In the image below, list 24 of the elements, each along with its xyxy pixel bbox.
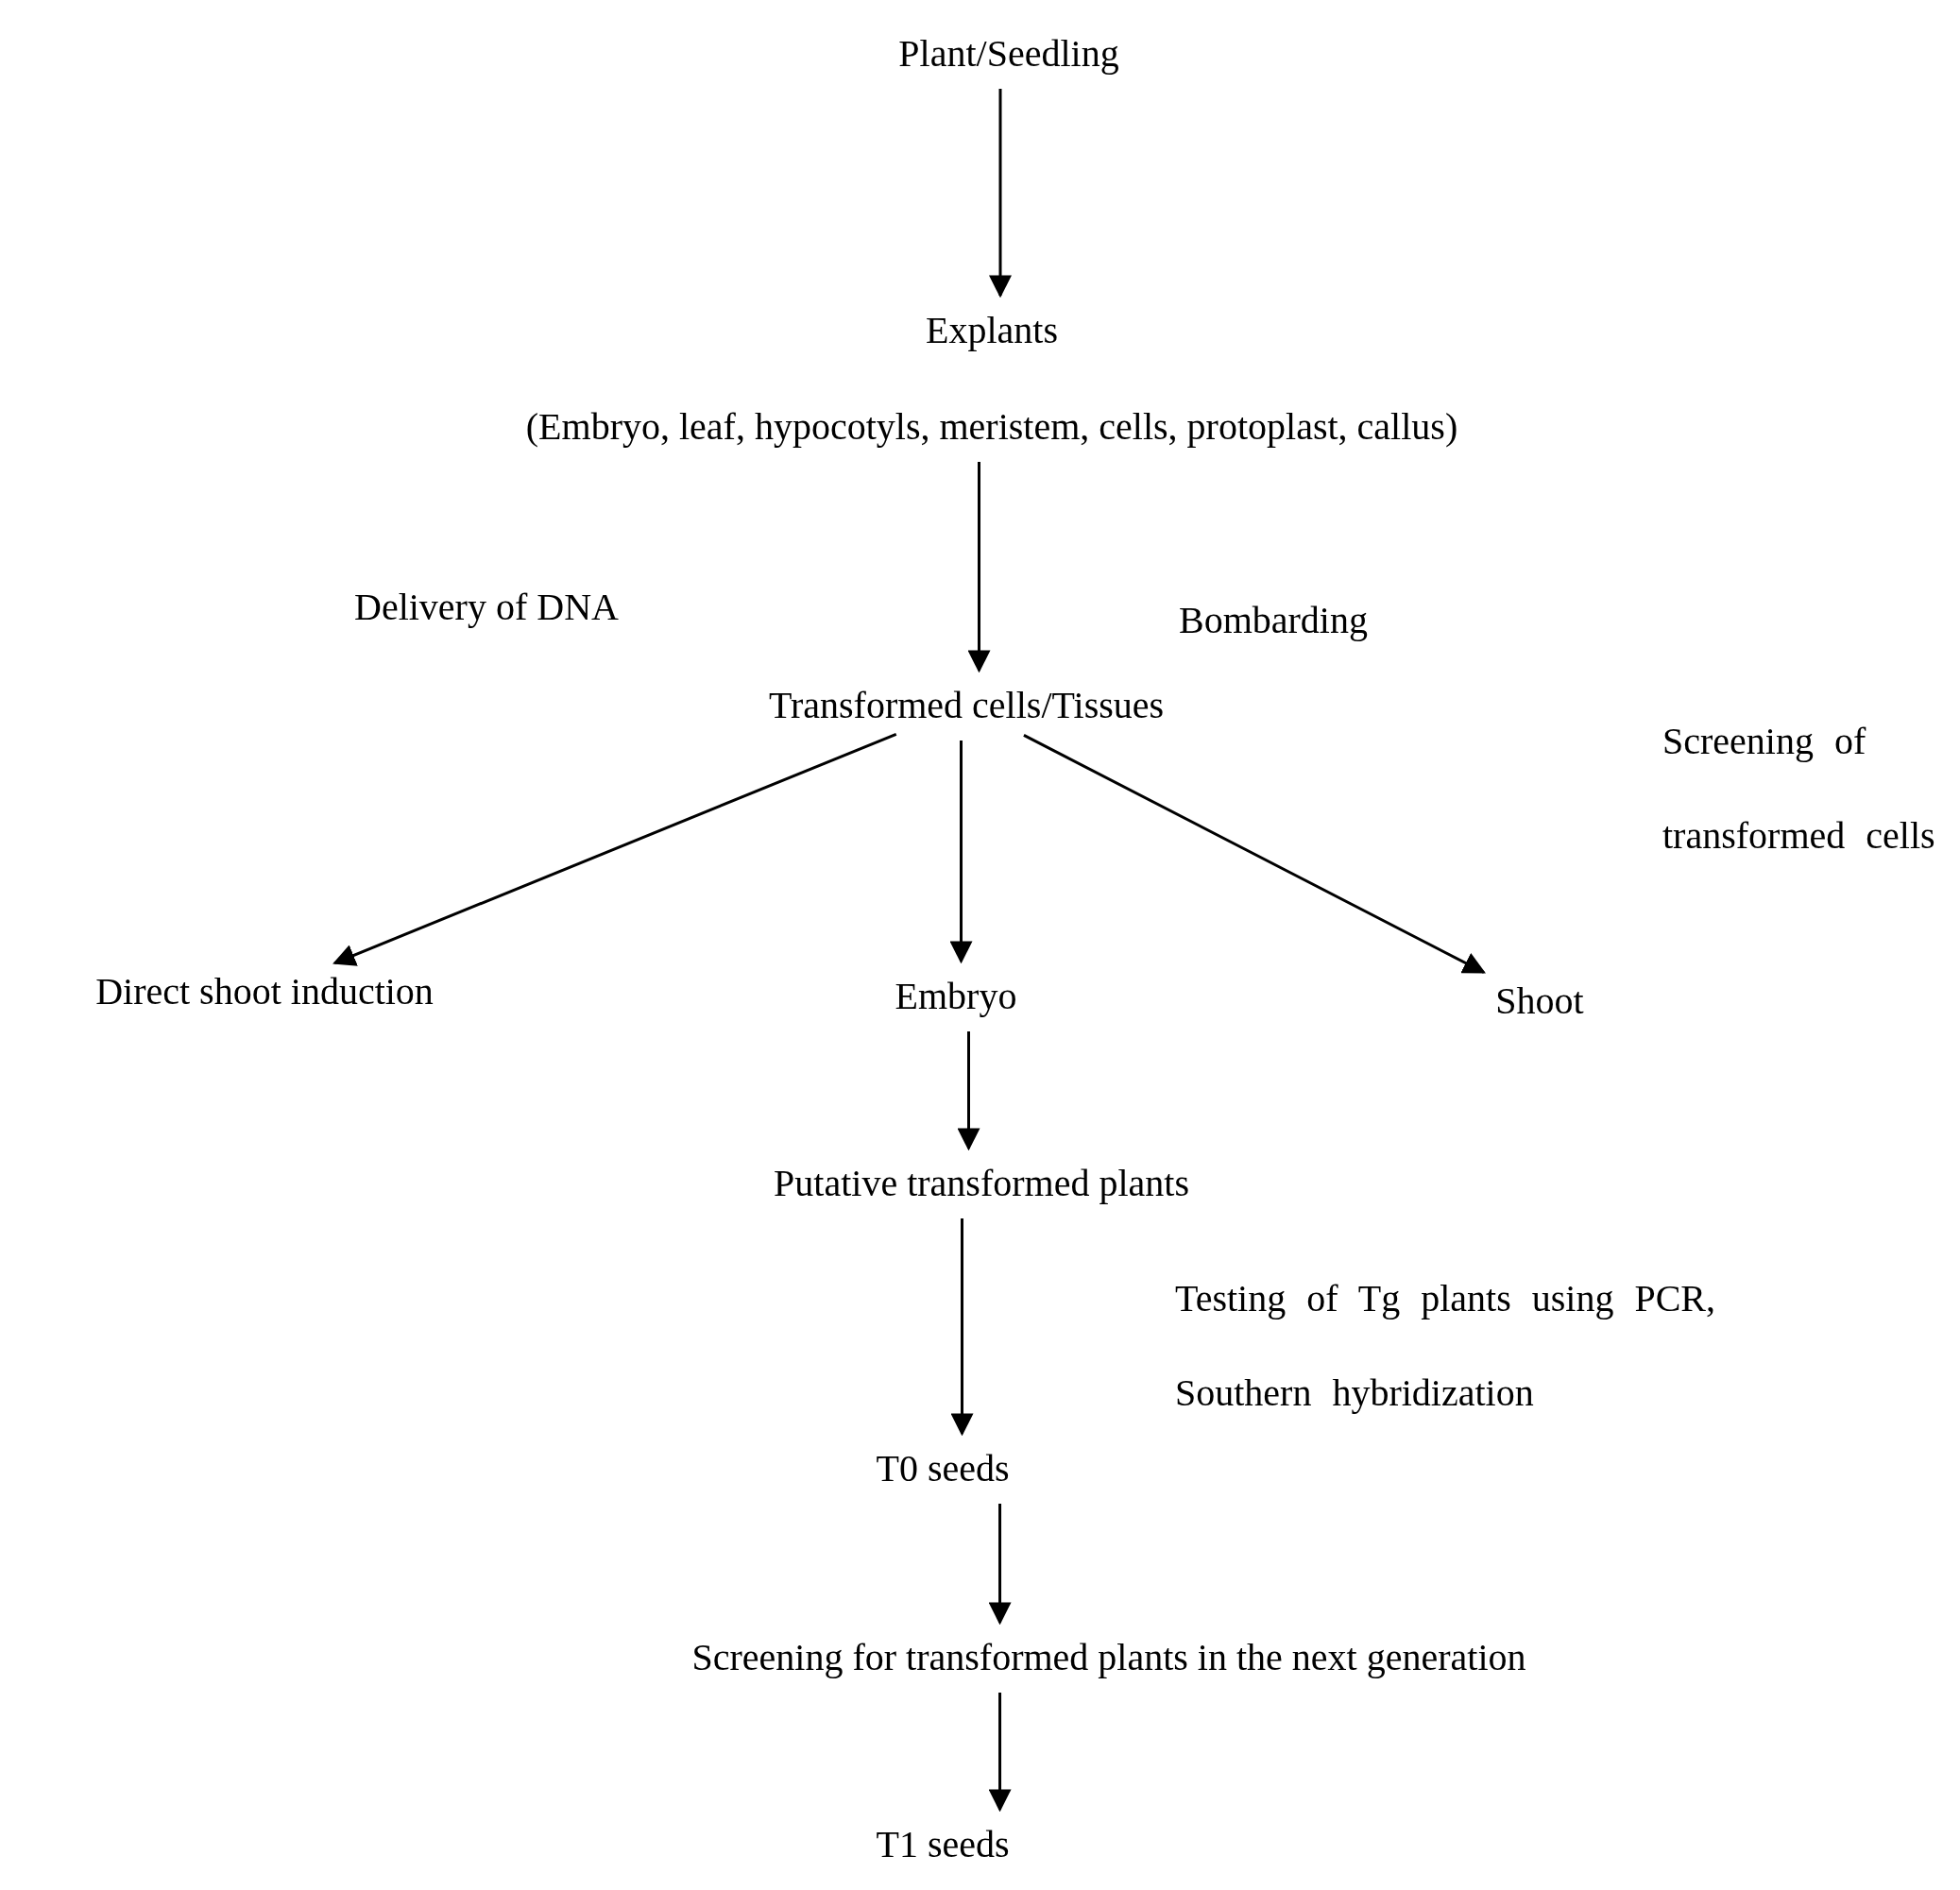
step-text: T0 seeds xyxy=(876,1446,1010,1491)
arrow xyxy=(967,462,991,673)
step-text: Explants xyxy=(926,308,1058,353)
arrow xyxy=(332,732,897,966)
step-text: Putative transformed plants xyxy=(774,1161,1189,1206)
arrow xyxy=(988,1693,1012,1813)
step-text: Shoot xyxy=(1495,979,1584,1024)
annotation-text: Testing of Tg plants using PCR, Southern hybridization xyxy=(1175,1276,1717,1416)
step-text: Embryo xyxy=(895,974,1017,1019)
step-text: Direct shoot induction xyxy=(95,969,434,1014)
annotation-text: Screening of transformed cells xyxy=(1662,719,1936,859)
annotation-text: Bombarding xyxy=(1179,598,1368,643)
arrow xyxy=(988,1504,1012,1626)
arrow xyxy=(950,1218,974,1437)
step-text: (Embryo, leaf, hypocotyls, meristem, cells, protoplast, callus) xyxy=(525,404,1458,450)
arrow xyxy=(1023,734,1486,974)
step-text: Plant/Seedling xyxy=(898,31,1119,77)
arrow xyxy=(989,89,1012,298)
annotation-text: Delivery of DNA xyxy=(354,585,619,630)
arrow xyxy=(957,1031,980,1151)
arrow xyxy=(949,741,973,964)
step-text: Transformed cells/Tissues xyxy=(768,683,1165,728)
step-text: Screening for transformed plants in the next generation xyxy=(691,1635,1526,1680)
step-text: T1 seeds xyxy=(876,1822,1010,1867)
